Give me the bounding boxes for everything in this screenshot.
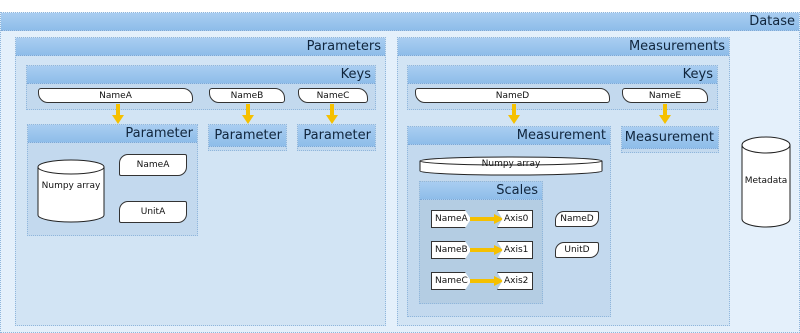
parameters-keys-header: Keys: [27, 66, 375, 84]
cylinder-icon: [419, 156, 603, 176]
parameter-title-b: Parameter: [214, 128, 282, 143]
numpy-array-label: Numpy array: [41, 181, 101, 191]
metadata-label: Metadata: [744, 176, 788, 186]
cylinder-icon: [37, 159, 105, 223]
parameter-header-c: Parameter: [298, 125, 375, 147]
arrow-down-icon: [659, 104, 671, 124]
measurements-keys-header: Keys: [408, 66, 717, 84]
parameter-panel-c: Parameter: [297, 124, 376, 151]
measurement-name-label: NameD: [555, 211, 599, 227]
parameters-header: Parameters: [16, 38, 385, 56]
scale-name-1: NameB: [431, 241, 471, 259]
measurement-header-e: Measurement: [622, 127, 718, 149]
scale-name-2: NameC: [431, 272, 471, 290]
measurement-array-label: Numpy array: [481, 159, 541, 169]
parameter-header-a: Parameter: [28, 125, 197, 143]
key-name-d: NameD: [415, 88, 610, 103]
parameter-unit-label: UnitA: [119, 201, 187, 223]
measurements-keys-title: Keys: [682, 67, 713, 82]
parameter-title-a: Parameter: [125, 126, 193, 141]
arrow-right-icon: [470, 214, 504, 224]
scales-title: Scales: [496, 183, 538, 198]
measurement-panel-e: Measurement: [621, 126, 719, 153]
measurement-header: Measurement: [408, 127, 610, 145]
measurement-unit-label: UnitD: [555, 242, 599, 258]
key-name-b: NameB: [209, 88, 285, 103]
arrow-down-icon: [326, 104, 338, 124]
arrow-right-icon: [470, 276, 504, 286]
arrow-down-icon: [508, 104, 520, 124]
dataset-title: Datase: [749, 14, 795, 29]
parameter-title-c: Parameter: [303, 128, 371, 143]
measurements-header: Measurements: [398, 38, 729, 56]
dataset-header: Datase: [1, 13, 799, 31]
measurements-title: Measurements: [628, 39, 725, 54]
parameter-name-label: NameA: [119, 154, 187, 176]
key-name-c: NameC: [298, 88, 368, 103]
arrow-right-icon: [470, 245, 504, 255]
cylinder-icon: [741, 136, 791, 228]
arrow-down-icon: [112, 104, 124, 124]
parameters-keys-title: Keys: [340, 67, 371, 82]
scale-axis-0: Axis0: [497, 210, 533, 228]
parameter-header-b: Parameter: [209, 125, 286, 147]
measurement-title-e: Measurement: [624, 130, 714, 145]
key-name-e: NameE: [622, 88, 708, 103]
parameter-panel-b: Parameter: [208, 124, 287, 151]
key-name-a: NameA: [38, 88, 193, 103]
numpy-array-cylinder: Numpy array: [37, 159, 105, 223]
metadata-cylinder: Metadata: [741, 136, 791, 228]
scales-header: Scales: [420, 182, 542, 200]
measurement-numpy-array: Numpy array: [419, 156, 603, 176]
arrow-down-icon: [242, 104, 254, 124]
scale-name-0: NameA: [431, 210, 471, 228]
measurement-title: Measurement: [516, 128, 606, 143]
parameters-title: Parameters: [306, 39, 381, 54]
